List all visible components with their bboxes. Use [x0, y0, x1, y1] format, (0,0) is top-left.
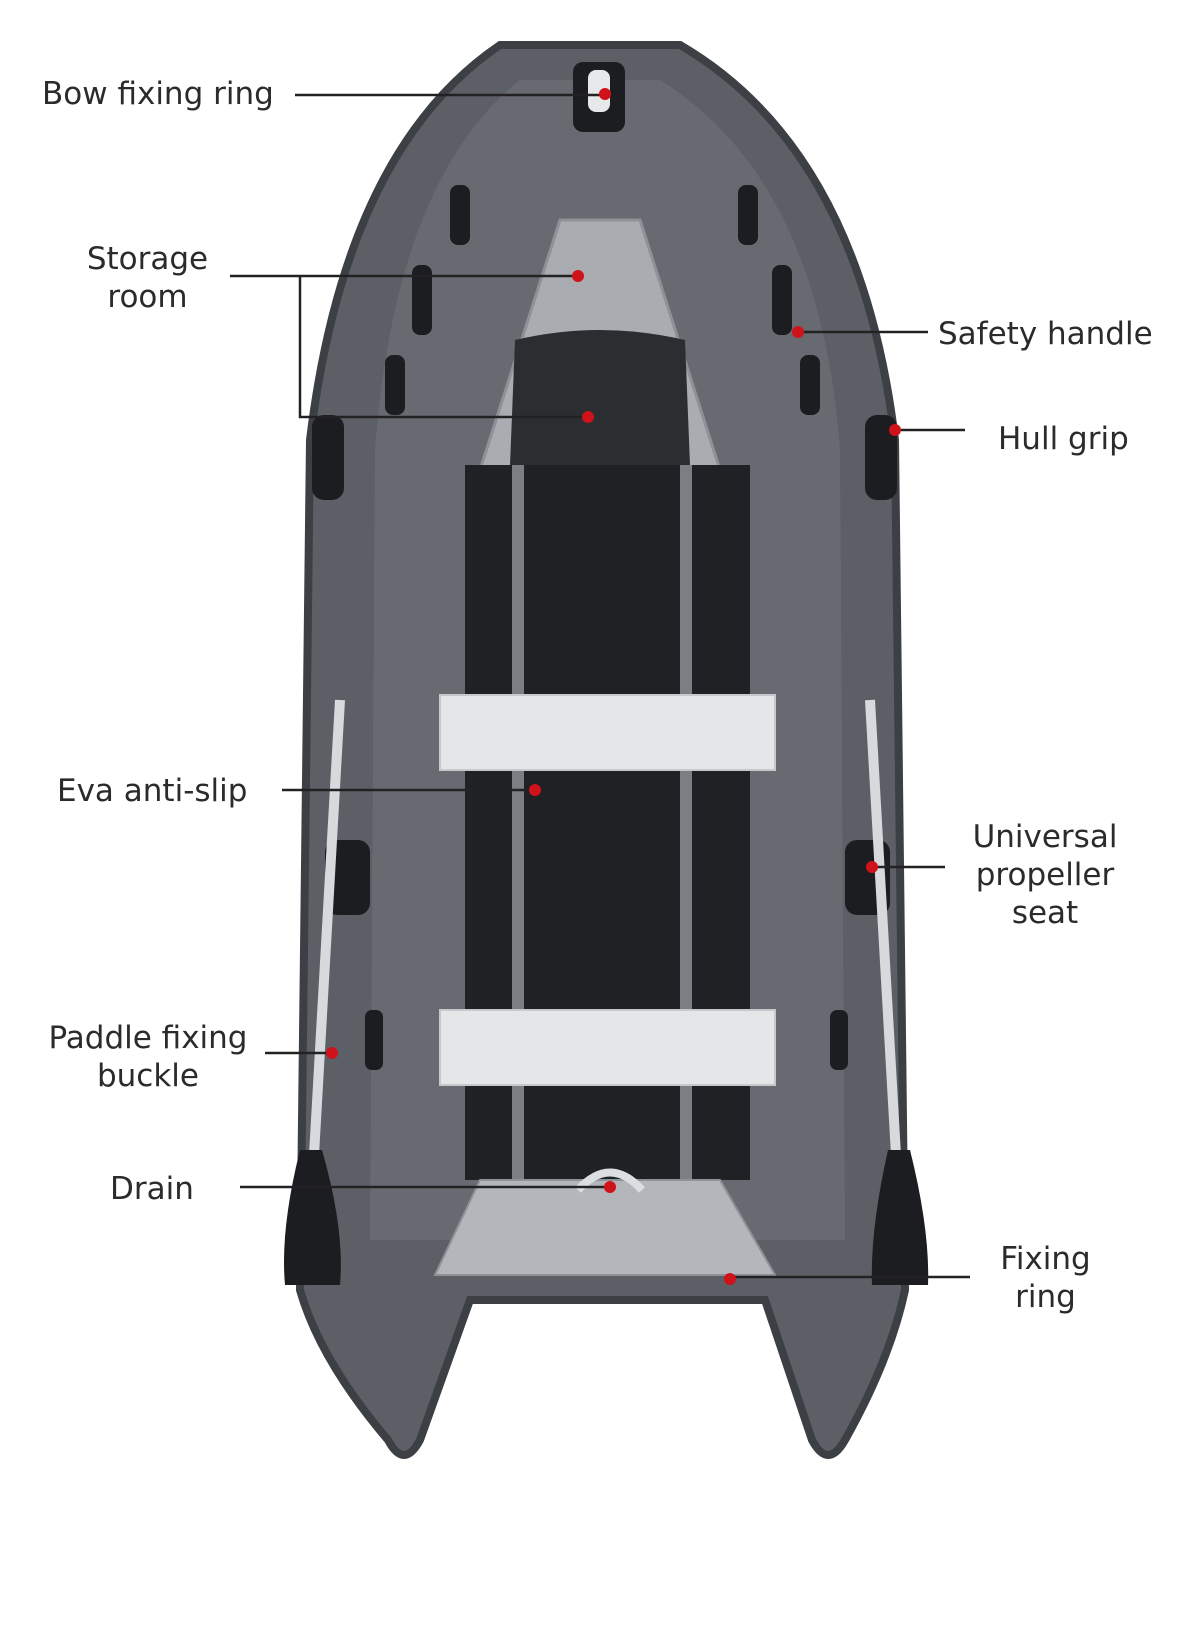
safety-handle-right-3 — [800, 355, 820, 415]
callout-line-storage-room-lower — [298, 276, 588, 419]
label-paddle-fixing-buckle: Paddle fixing buckle — [48, 1020, 248, 1094]
storage-hatch — [510, 330, 690, 465]
stern-handle-right — [830, 1010, 848, 1070]
safety-handle-left-2 — [412, 265, 432, 335]
label-fixing-ring: Fixing ring — [1000, 1241, 1091, 1315]
front-seat — [439, 694, 776, 771]
label-safety-handle: Safety handle — [938, 316, 1153, 352]
callout-dot-bow-fixing-ring — [599, 88, 611, 100]
label-universal-propeller-seat: Universal propeller seat — [972, 819, 1118, 931]
label-bow-fixing-ring: Bow fixing ring — [42, 76, 274, 112]
transom — [433, 1179, 777, 1276]
paddle-blade-right — [871, 1150, 929, 1285]
floor-stringer-right — [680, 465, 692, 1180]
callout-dot-fixing-ring — [724, 1273, 736, 1285]
drain-fitting — [575, 1168, 645, 1193]
paddle-blade-left — [284, 1150, 341, 1285]
safety-handle-right-1 — [738, 185, 758, 245]
callout-dot-universal-propeller-seat — [866, 861, 878, 873]
callout-dot-storage-room-lower — [582, 411, 594, 423]
callout-dot-storage-room-upper — [572, 270, 584, 282]
bow-ring-handle — [588, 70, 610, 112]
paddle-shaft-left — [307, 699, 345, 1191]
oarlock-left — [325, 840, 370, 915]
callout-dot-safety-handle — [792, 326, 804, 338]
label-drain: Drain — [110, 1171, 194, 1207]
label-storage-room: Storage room — [86, 241, 209, 315]
stern-handle-left — [365, 1010, 383, 1070]
callout-dot-eva-anti-slip — [529, 784, 541, 796]
paddle-shaft-right — [865, 699, 903, 1191]
label-hull-grip: Hull grip — [998, 421, 1129, 457]
safety-handle-right-2 — [772, 265, 792, 335]
floor-stringer-left — [512, 465, 524, 1180]
safety-handle-left-3 — [385, 355, 405, 415]
callout-dot-drain — [604, 1181, 616, 1193]
hull-grip-right — [865, 415, 897, 500]
safety-handle-left-1 — [450, 185, 470, 245]
callout-dot-paddle-fixing-buckle — [326, 1047, 338, 1059]
callout-dot-hull-grip — [889, 424, 901, 436]
hull-grip-left — [312, 415, 344, 500]
label-eva-anti-slip: Eva anti-slip — [57, 773, 248, 809]
rear-seat — [439, 1009, 776, 1086]
